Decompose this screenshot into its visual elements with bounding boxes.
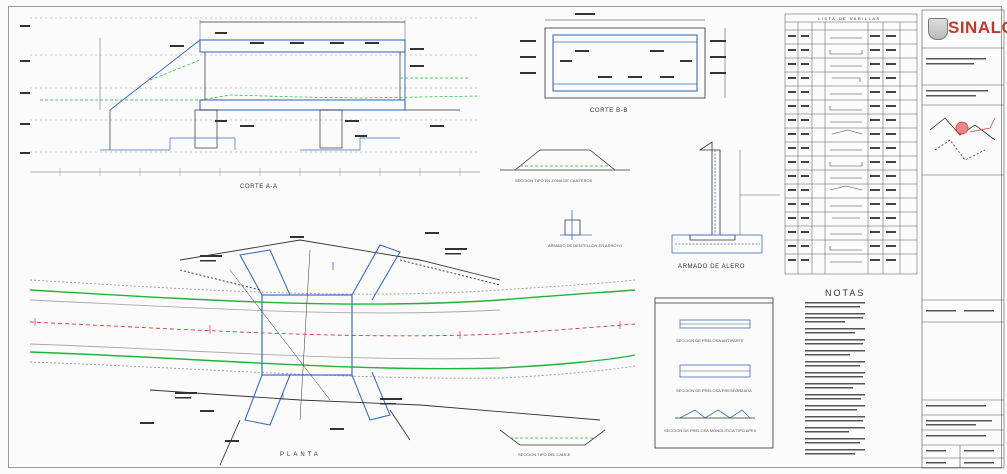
notes-title: NOTAS <box>825 288 866 298</box>
plan-tick-marks <box>282 262 334 400</box>
sheet-border <box>8 6 1002 468</box>
rebar-table-title: LISTA DE VARILLAS <box>818 16 881 21</box>
section-bb-annotations <box>520 13 726 78</box>
rebar-table-grid <box>784 13 918 275</box>
channel-section-drawing <box>500 149 630 171</box>
section-bb-title: CORTE B-B <box>590 108 628 114</box>
brand-name: SINALOA <box>948 18 1007 37</box>
plan-red-ticks <box>34 318 621 339</box>
rebar-table-contents <box>788 35 896 261</box>
slab-section-1-title: SECCION DE PRELOSA ANTIPARTE <box>676 338 744 343</box>
channel-section-title: SECCION TIPO EN ZONA DE CANTEROS <box>515 178 593 183</box>
title-block-frame <box>921 9 1005 469</box>
plan-annotations <box>140 232 467 442</box>
state-emblem-icon <box>928 18 948 40</box>
slab-section-2-title: SECCION DE PRELOSA PRESFORZADA <box>676 388 752 393</box>
channel-type-section-title: SECCION TIPO DEL CAUCE <box>518 452 571 457</box>
section-aa-annotations <box>20 25 444 154</box>
section-bb-drawing <box>544 19 726 99</box>
wingwall-drawing <box>671 141 780 254</box>
notes-text-lines <box>805 302 865 455</box>
plan-title: PLANTA <box>280 452 321 458</box>
location-map-sketch <box>929 117 996 161</box>
plan-drawing <box>29 239 636 466</box>
slab-section-3-title: SECCION DE PRELOSA MONOLITICA TIPO APEX <box>664 428 757 433</box>
wingwall-title: ARMADO DE ALERO <box>678 264 746 270</box>
channel-type-section-drawing <box>499 429 606 446</box>
slab-sections-drawing <box>654 297 774 449</box>
toe-wall-title: ARMADO DE DENTELLON EN ARROYO <box>548 243 623 248</box>
section-aa-title: CORTE A-A <box>240 184 278 190</box>
rebar-shape-sketches <box>829 37 863 263</box>
toe-wall-drawing <box>560 210 592 240</box>
title-block-text-lines <box>926 58 994 464</box>
section-aa-drawing <box>30 17 481 176</box>
